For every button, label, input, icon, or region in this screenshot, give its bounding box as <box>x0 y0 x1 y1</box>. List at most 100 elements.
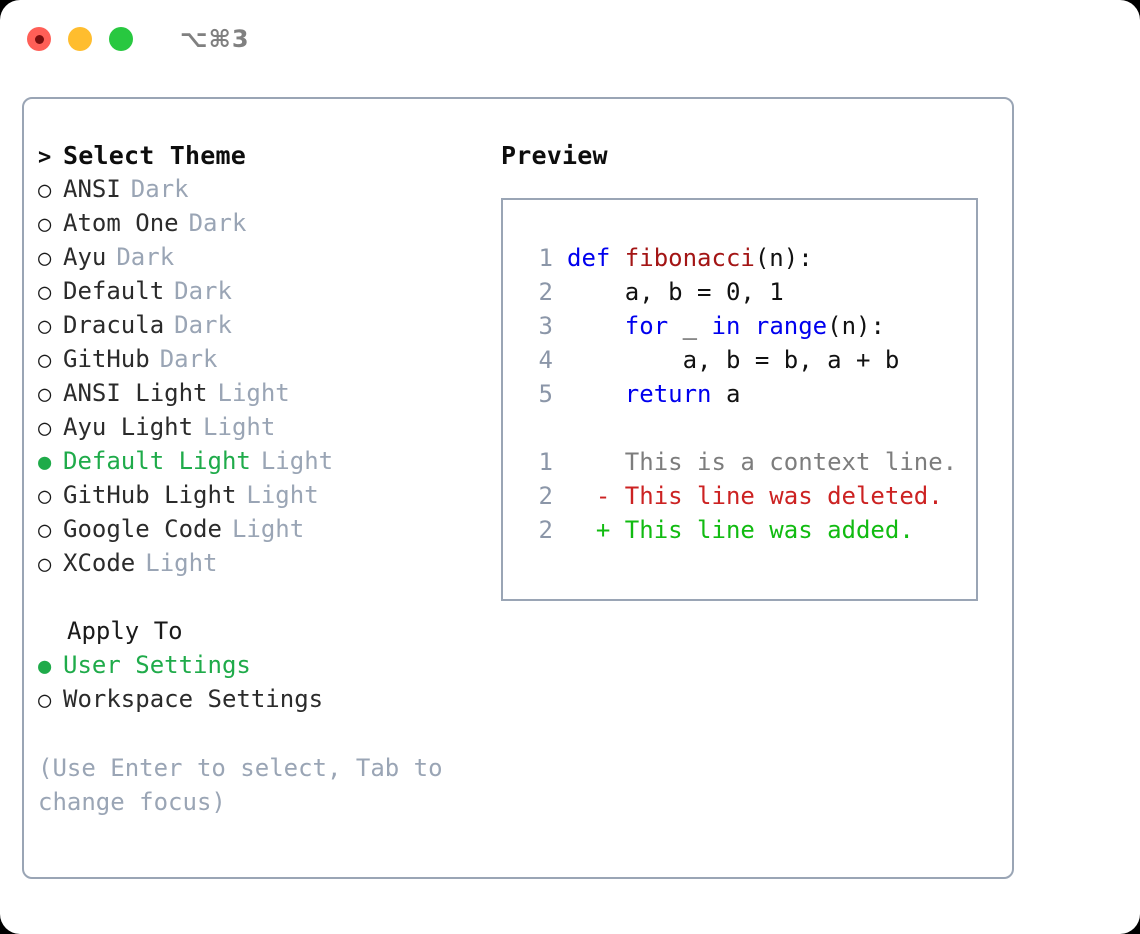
code-diff-spacer <box>519 414 976 448</box>
theme-option-name: GitHub Light <box>63 481 237 509</box>
radio-unselected-icon: ○ <box>38 382 52 407</box>
apply-to-option-label: User Settings <box>63 651 251 679</box>
keyboard-hint-text: (Use Enter to select, Tab to change focu… <box>38 754 443 816</box>
radio-unselected-icon: ○ <box>38 484 52 509</box>
code-line-number: 2 <box>538 278 553 306</box>
diff-line: 1 This is a context line. <box>519 448 976 482</box>
theme-option-name: Google Code <box>63 515 222 543</box>
code-token-plain: (n): <box>827 312 885 340</box>
code-line-number: 1 <box>538 244 553 272</box>
theme-variant-tag: Light <box>231 515 305 543</box>
theme-variant-tag: Dark <box>174 311 232 339</box>
code-token-plain <box>567 312 625 340</box>
apply-to-list: ● User Settings ○Workspace Settings <box>38 651 498 719</box>
theme-option-github-light[interactable]: ○ GitHub Light Light <box>38 481 498 515</box>
diff-line-text-ctx: This is a context line. <box>567 448 958 476</box>
code-token-plain: _ <box>668 312 712 340</box>
diff-line-number: 2 <box>538 516 553 544</box>
radio-unselected-icon: ○ <box>38 518 52 543</box>
diff-block: 1 This is a context line.2 - This line w… <box>519 448 976 550</box>
minimize-window-icon[interactable] <box>68 27 92 51</box>
section-spacer <box>38 583 498 617</box>
theme-option-google-code[interactable]: ○ Google Code Light <box>38 515 498 549</box>
theme-option-name: ANSI <box>63 175 121 203</box>
radio-unselected-icon: ○ <box>38 348 52 373</box>
code-line-text: a, b = b, a + b <box>567 346 900 374</box>
theme-variant-tag: Light <box>260 447 334 475</box>
prompt-caret-icon: > <box>38 145 52 170</box>
maximize-window-icon[interactable] <box>109 27 133 51</box>
title-bar: ⌥⌘3 <box>0 0 1140 78</box>
code-token-plain: a <box>711 380 741 408</box>
code-line-text: return a <box>567 380 741 408</box>
theme-variant-tag: Dark <box>159 345 218 373</box>
code-token-kw: range <box>754 312 828 340</box>
preview-title: Preview <box>501 141 608 170</box>
theme-option-name: Atom One <box>63 209 179 237</box>
diff-line-number: 1 <box>538 448 553 476</box>
radio-unselected-icon: ○ <box>38 280 52 305</box>
apply-to-option-user-settings[interactable]: ● User Settings <box>38 651 498 685</box>
code-token-kw: for <box>624 312 669 340</box>
close-window-icon[interactable] <box>27 27 51 51</box>
theme-option-ayu-light[interactable]: ○ Ayu Light Light <box>38 413 498 447</box>
code-token-plain <box>567 380 625 408</box>
spacer-marker: ○ <box>38 620 63 645</box>
code-token-kw: return <box>624 380 712 408</box>
theme-variant-tag: Light <box>145 549 218 577</box>
theme-option-name: Dracula <box>63 311 165 339</box>
apply-to-heading: ○ Apply To <box>38 617 498 651</box>
code-line: 3 for _ in range(n): <box>519 312 976 346</box>
theme-variant-tag: Light <box>217 379 290 407</box>
code-token-plain: (n): <box>754 244 813 272</box>
code-line-text: for _ in range(n): <box>567 312 885 340</box>
code-token-fn: fibonacci <box>624 244 755 272</box>
code-line-number: 5 <box>538 380 553 408</box>
theme-variant-tag: Light <box>203 413 276 441</box>
theme-picker-heading: > Select Theme <box>38 141 498 175</box>
theme-option-name: Ayu Light <box>63 413 194 441</box>
radio-unselected-icon: ○ <box>38 314 52 339</box>
theme-option-ansi-light[interactable]: ○ ANSI Light Light <box>38 379 498 413</box>
code-line-number: 3 <box>538 312 553 340</box>
code-token-kw: in <box>711 312 741 340</box>
theme-option-name: ANSI Light <box>63 379 208 407</box>
keystroke-badge: ⌥⌘3 <box>180 25 250 53</box>
traffic-light-group <box>27 27 133 51</box>
code-token-plain: a, b = b, a + b <box>567 346 900 374</box>
theme-variant-tag: Light <box>246 481 319 509</box>
theme-option-ansi[interactable]: ○ ANSI Dark <box>38 175 498 209</box>
radio-unselected-icon: ○ <box>38 178 52 203</box>
diff-line-text-del: - This line was deleted. <box>567 482 943 510</box>
radio-selected-icon: ● <box>38 654 52 679</box>
theme-option-dracula[interactable]: ○ Dracula Dark <box>38 311 498 345</box>
code-line: 4 a, b = b, a + b <box>519 346 976 380</box>
code-line-text: a, b = 0, 1 <box>567 278 784 306</box>
diff-line: 2 - This line was deleted. <box>519 482 976 516</box>
code-line: 2 a, b = 0, 1 <box>519 278 976 312</box>
radio-unselected-icon: ○ <box>38 552 52 577</box>
diff-line: 2 + This line was added. <box>519 516 976 550</box>
theme-variant-tag: Dark <box>174 277 232 305</box>
code-line: 1 def fibonacci(n): <box>519 244 976 278</box>
theme-variant-tag: Dark <box>130 175 189 203</box>
diff-line-text-add: + This line was added. <box>567 516 914 544</box>
apply-to-label: Apply To <box>67 617 183 645</box>
apply-to-option-workspace-settings[interactable]: ○Workspace Settings <box>38 685 498 719</box>
radio-unselected-icon: ○ <box>38 416 52 441</box>
code-line-number: 4 <box>538 346 553 374</box>
radio-unselected-icon: ○ <box>38 212 52 237</box>
code-line-text: def fibonacci(n): <box>567 244 813 272</box>
